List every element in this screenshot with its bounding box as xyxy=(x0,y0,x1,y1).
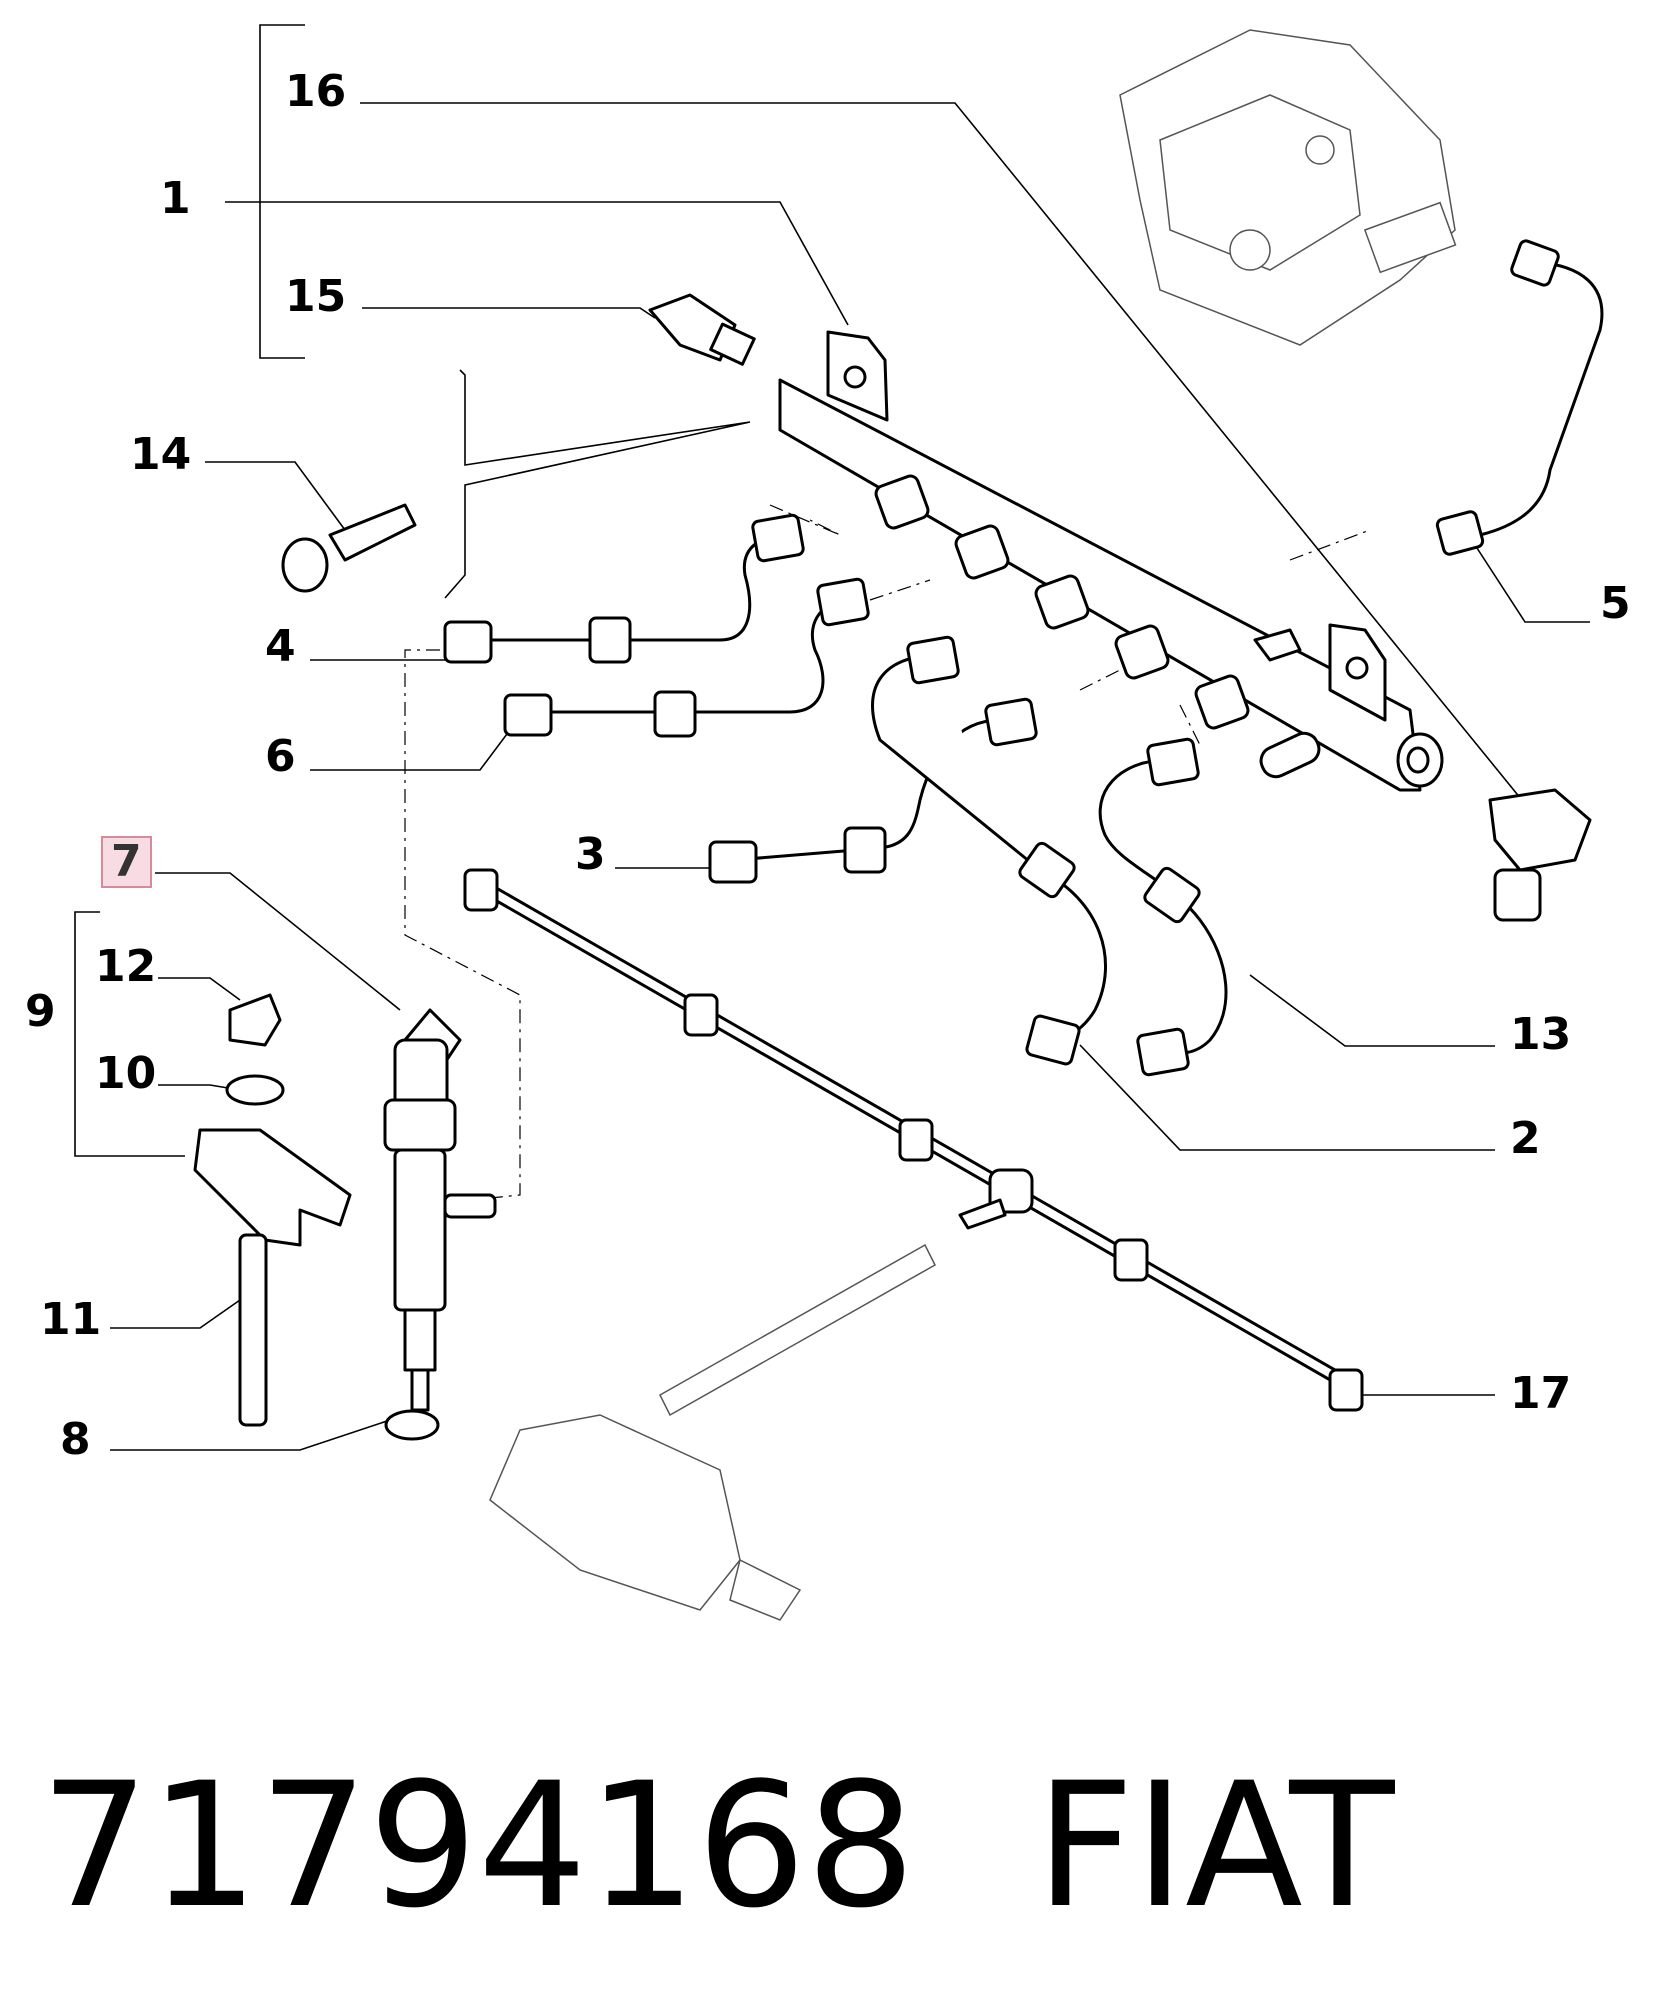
leader-lines xyxy=(110,102,1590,1451)
brand-name: FIAT xyxy=(1035,1745,1395,1946)
callout-12: 12 xyxy=(95,941,157,992)
pressure-sensor xyxy=(648,293,756,366)
callout-16: 16 xyxy=(285,66,347,117)
pipe-4 xyxy=(443,513,805,664)
rail-outlet-fittings xyxy=(874,474,1321,779)
part-number: 71794168 xyxy=(40,1745,916,1946)
callout-8: 8 xyxy=(60,1414,91,1465)
washer xyxy=(384,1409,440,1441)
pipe-5 xyxy=(1435,239,1604,556)
injector xyxy=(383,1008,497,1412)
callout-9: 9 xyxy=(25,986,56,1037)
callout-11: 11 xyxy=(40,1294,102,1345)
bolt xyxy=(281,503,417,593)
callout-3: 3 xyxy=(575,829,606,880)
pipe-13 xyxy=(1098,737,1228,1077)
callout-6: 6 xyxy=(265,731,296,782)
callout-15: 15 xyxy=(285,271,347,322)
clamp-assembly xyxy=(193,993,352,1247)
callout-17: 17 xyxy=(1510,1368,1572,1419)
stud xyxy=(238,1233,268,1427)
pipe-2 xyxy=(871,635,1108,1066)
fuel-rail xyxy=(778,330,1444,792)
pipe-6 xyxy=(503,577,870,738)
callout-7-highlighted[interactable]: 7 xyxy=(101,836,152,888)
group-bracket-9 xyxy=(74,911,185,1157)
callout-4: 4 xyxy=(265,621,296,672)
connector-16 xyxy=(1488,788,1592,922)
callout-2: 2 xyxy=(1510,1113,1541,1164)
group-bracket-1 xyxy=(259,24,305,359)
callout-13: 13 xyxy=(1510,1009,1572,1060)
callout-14: 14 xyxy=(130,429,192,480)
callout-5: 5 xyxy=(1600,578,1631,629)
callout-1: 1 xyxy=(160,173,191,224)
high-pressure-pump xyxy=(1119,29,1457,346)
bottom-assembly xyxy=(489,1243,936,1621)
assembly-dashed-lines xyxy=(404,504,1371,1201)
pipe-3 xyxy=(708,697,1038,884)
return-line xyxy=(463,868,1364,1412)
callout-10: 10 xyxy=(95,1048,157,1099)
